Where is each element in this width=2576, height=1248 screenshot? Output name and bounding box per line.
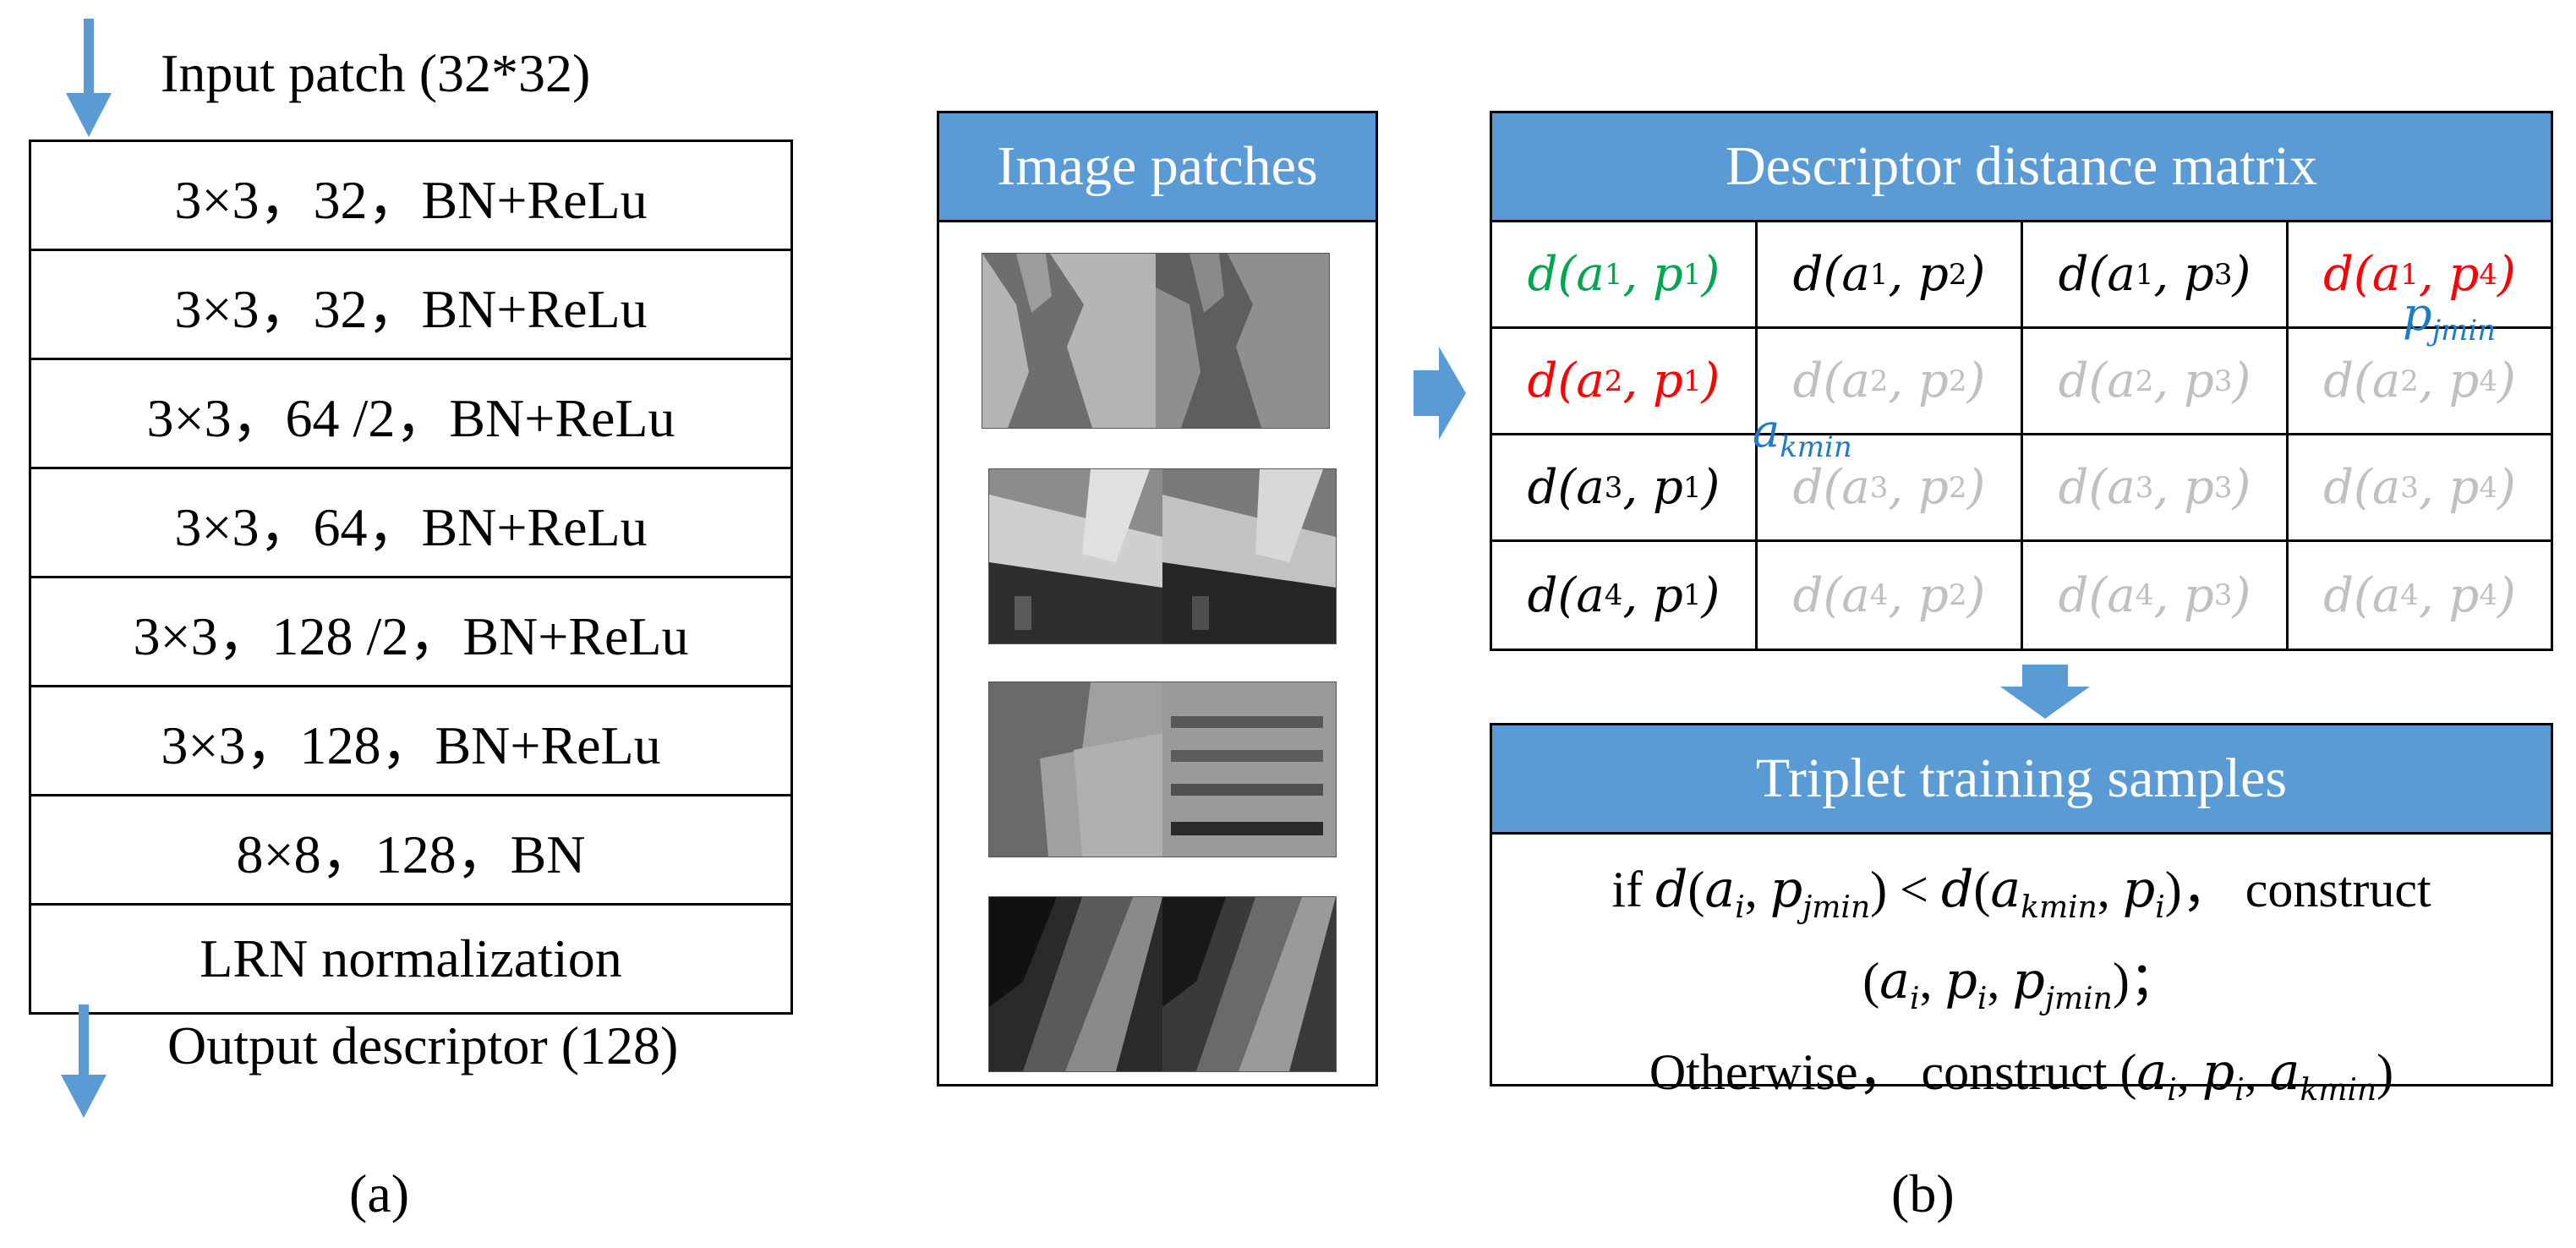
triplet-rule-text: if d(ai, pjmin) < d(akmin, pi)， construc…: [1492, 835, 2551, 1127]
input-arrow-icon: [66, 19, 112, 137]
p-jmin-label: pjmin: [2403, 287, 2497, 348]
triplet-samples-panel: Triplet training samples if d(ai, pjmin)…: [1490, 723, 2553, 1108]
patch-pair-image: [988, 896, 1337, 1072]
input-patch-label: Input patch (32*32): [161, 43, 591, 103]
rule-line-2: (ai, pi, pjmin)；: [1862, 951, 2180, 1016]
triplet-samples-title: Triplet training samples: [1492, 725, 2551, 835]
output-arrow-icon: [61, 1004, 107, 1118]
distance-matrix-title: Descriptor distance matrix: [1492, 113, 2551, 222]
rule-line-1: if d(ai, pjmin) < d(akmin, pi)， construc…: [1611, 860, 2431, 925]
patch-pair-image: [982, 253, 1330, 429]
layer-row: LRN normalization: [200, 928, 622, 988]
layer-row: 3×3，128 /2，BN+ReLu: [31, 578, 790, 687]
layer-row: 3×3，32，BN+ReLu: [31, 142, 790, 251]
layer-row: 8×8，128，BN: [31, 796, 790, 906]
layer-row: 3×3，64 /2，BN+ReLu: [31, 360, 790, 469]
a-kmin-label: akmin: [1753, 404, 1852, 464]
caption-a: (a): [349, 1163, 410, 1223]
layer-row: 3×3，64，BN+ReLu: [31, 469, 790, 578]
patch-pair-image: [988, 468, 1337, 644]
image-patches-title: Image patches: [939, 113, 1376, 222]
network-layers: 3×3，32，BN+ReLu 3×3，32，BN+ReLu 3×3，64 /2，…: [29, 140, 793, 1015]
layer-row: 3×3，128，BN+ReLu: [31, 687, 790, 796]
image-patches-panel: Image patches: [937, 111, 1378, 1087]
output-descriptor-label: Output descriptor (128): [167, 1015, 679, 1076]
patch-pair-image: [988, 681, 1337, 857]
caption-b: (b): [1891, 1163, 1955, 1223]
rule-line-3: Otherwise， construct (ai, pi, akmin): [1649, 1043, 2394, 1108]
layer-row: 3×3，32，BN+ReLu: [31, 251, 790, 360]
arrow-right-icon: [1414, 347, 1466, 440]
arrow-down-icon: [2000, 665, 2090, 719]
